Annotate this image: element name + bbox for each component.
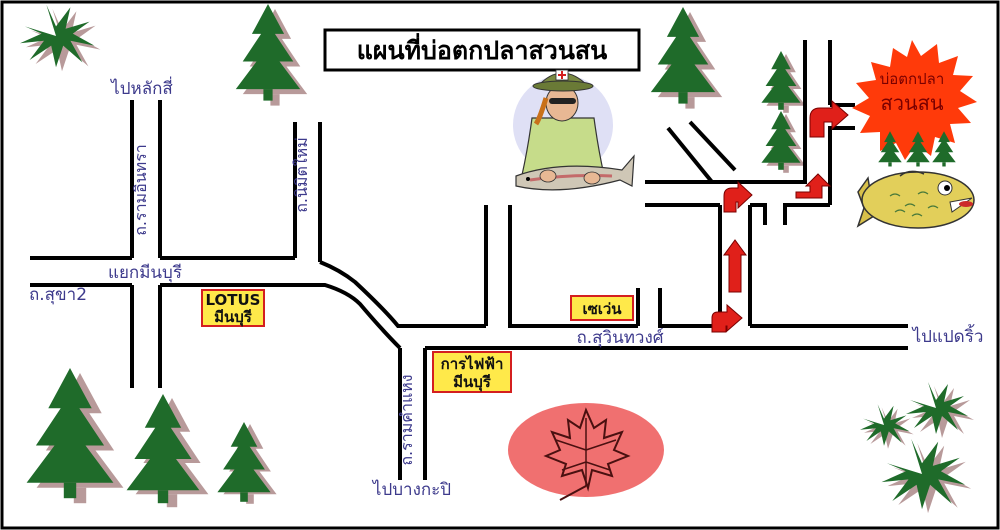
lotus-label-line1: LOTUS	[206, 291, 261, 309]
landmark-electricity-authority: การไฟฟ้า มีนบุรี	[432, 351, 512, 393]
arrow-icon	[723, 180, 753, 213]
label-sukha-2-road: ถ.สุขา2	[29, 285, 87, 305]
route-arrows	[711, 99, 849, 333]
seven-eleven-label: เซเว่น	[582, 300, 622, 318]
label-to-bang-kapi: ไปบางกะปิ	[371, 479, 451, 500]
arrow-icon	[723, 239, 747, 293]
arrow-icon	[795, 173, 832, 199]
label-nimit-mai-road: ถ.นิมิตใหม่	[292, 137, 311, 213]
destination-label-line2: สวนสน	[881, 91, 944, 115]
arrow-icon	[711, 303, 743, 333]
label-to-lak-si: ไปหลักสี่	[109, 76, 173, 99]
lotus-label-line2: มีนบุรี	[214, 308, 253, 327]
electricity-label-line1: การไฟฟ้า	[441, 354, 504, 373]
map-title: แผนที่บ่อตกปลาสวนสน	[357, 33, 608, 65]
label-ram-khamhaeng-road: ถ.รามคำแหง	[397, 374, 416, 465]
arrow-icon	[809, 99, 849, 138]
landmark-lotus: LOTUS มีนบุรี	[201, 289, 265, 327]
label-min-buri-junction: แยกมีนบุรี	[108, 263, 182, 283]
pine-tree-icon	[878, 131, 956, 167]
fish-icon	[856, 170, 975, 229]
destination-label-line1: บ่อตกปลา	[880, 70, 945, 88]
label-suwinthawong-road: ถ.สุวินทวงศ์	[576, 328, 663, 348]
title-box	[323, 28, 641, 72]
label-to-paet-rio: ไปแปดริ้ว	[911, 324, 984, 347]
destination-burst	[852, 40, 977, 160]
landmark-seven-eleven: เซเว่น	[570, 295, 634, 321]
maple-leaf-icon	[508, 403, 664, 501]
angler-illustration	[513, 69, 635, 191]
electricity-label-line2: มีนบุรี	[453, 373, 492, 392]
road-network	[30, 40, 908, 480]
label-ram-intra-road: ถ.รามอินทรา	[131, 144, 150, 236]
